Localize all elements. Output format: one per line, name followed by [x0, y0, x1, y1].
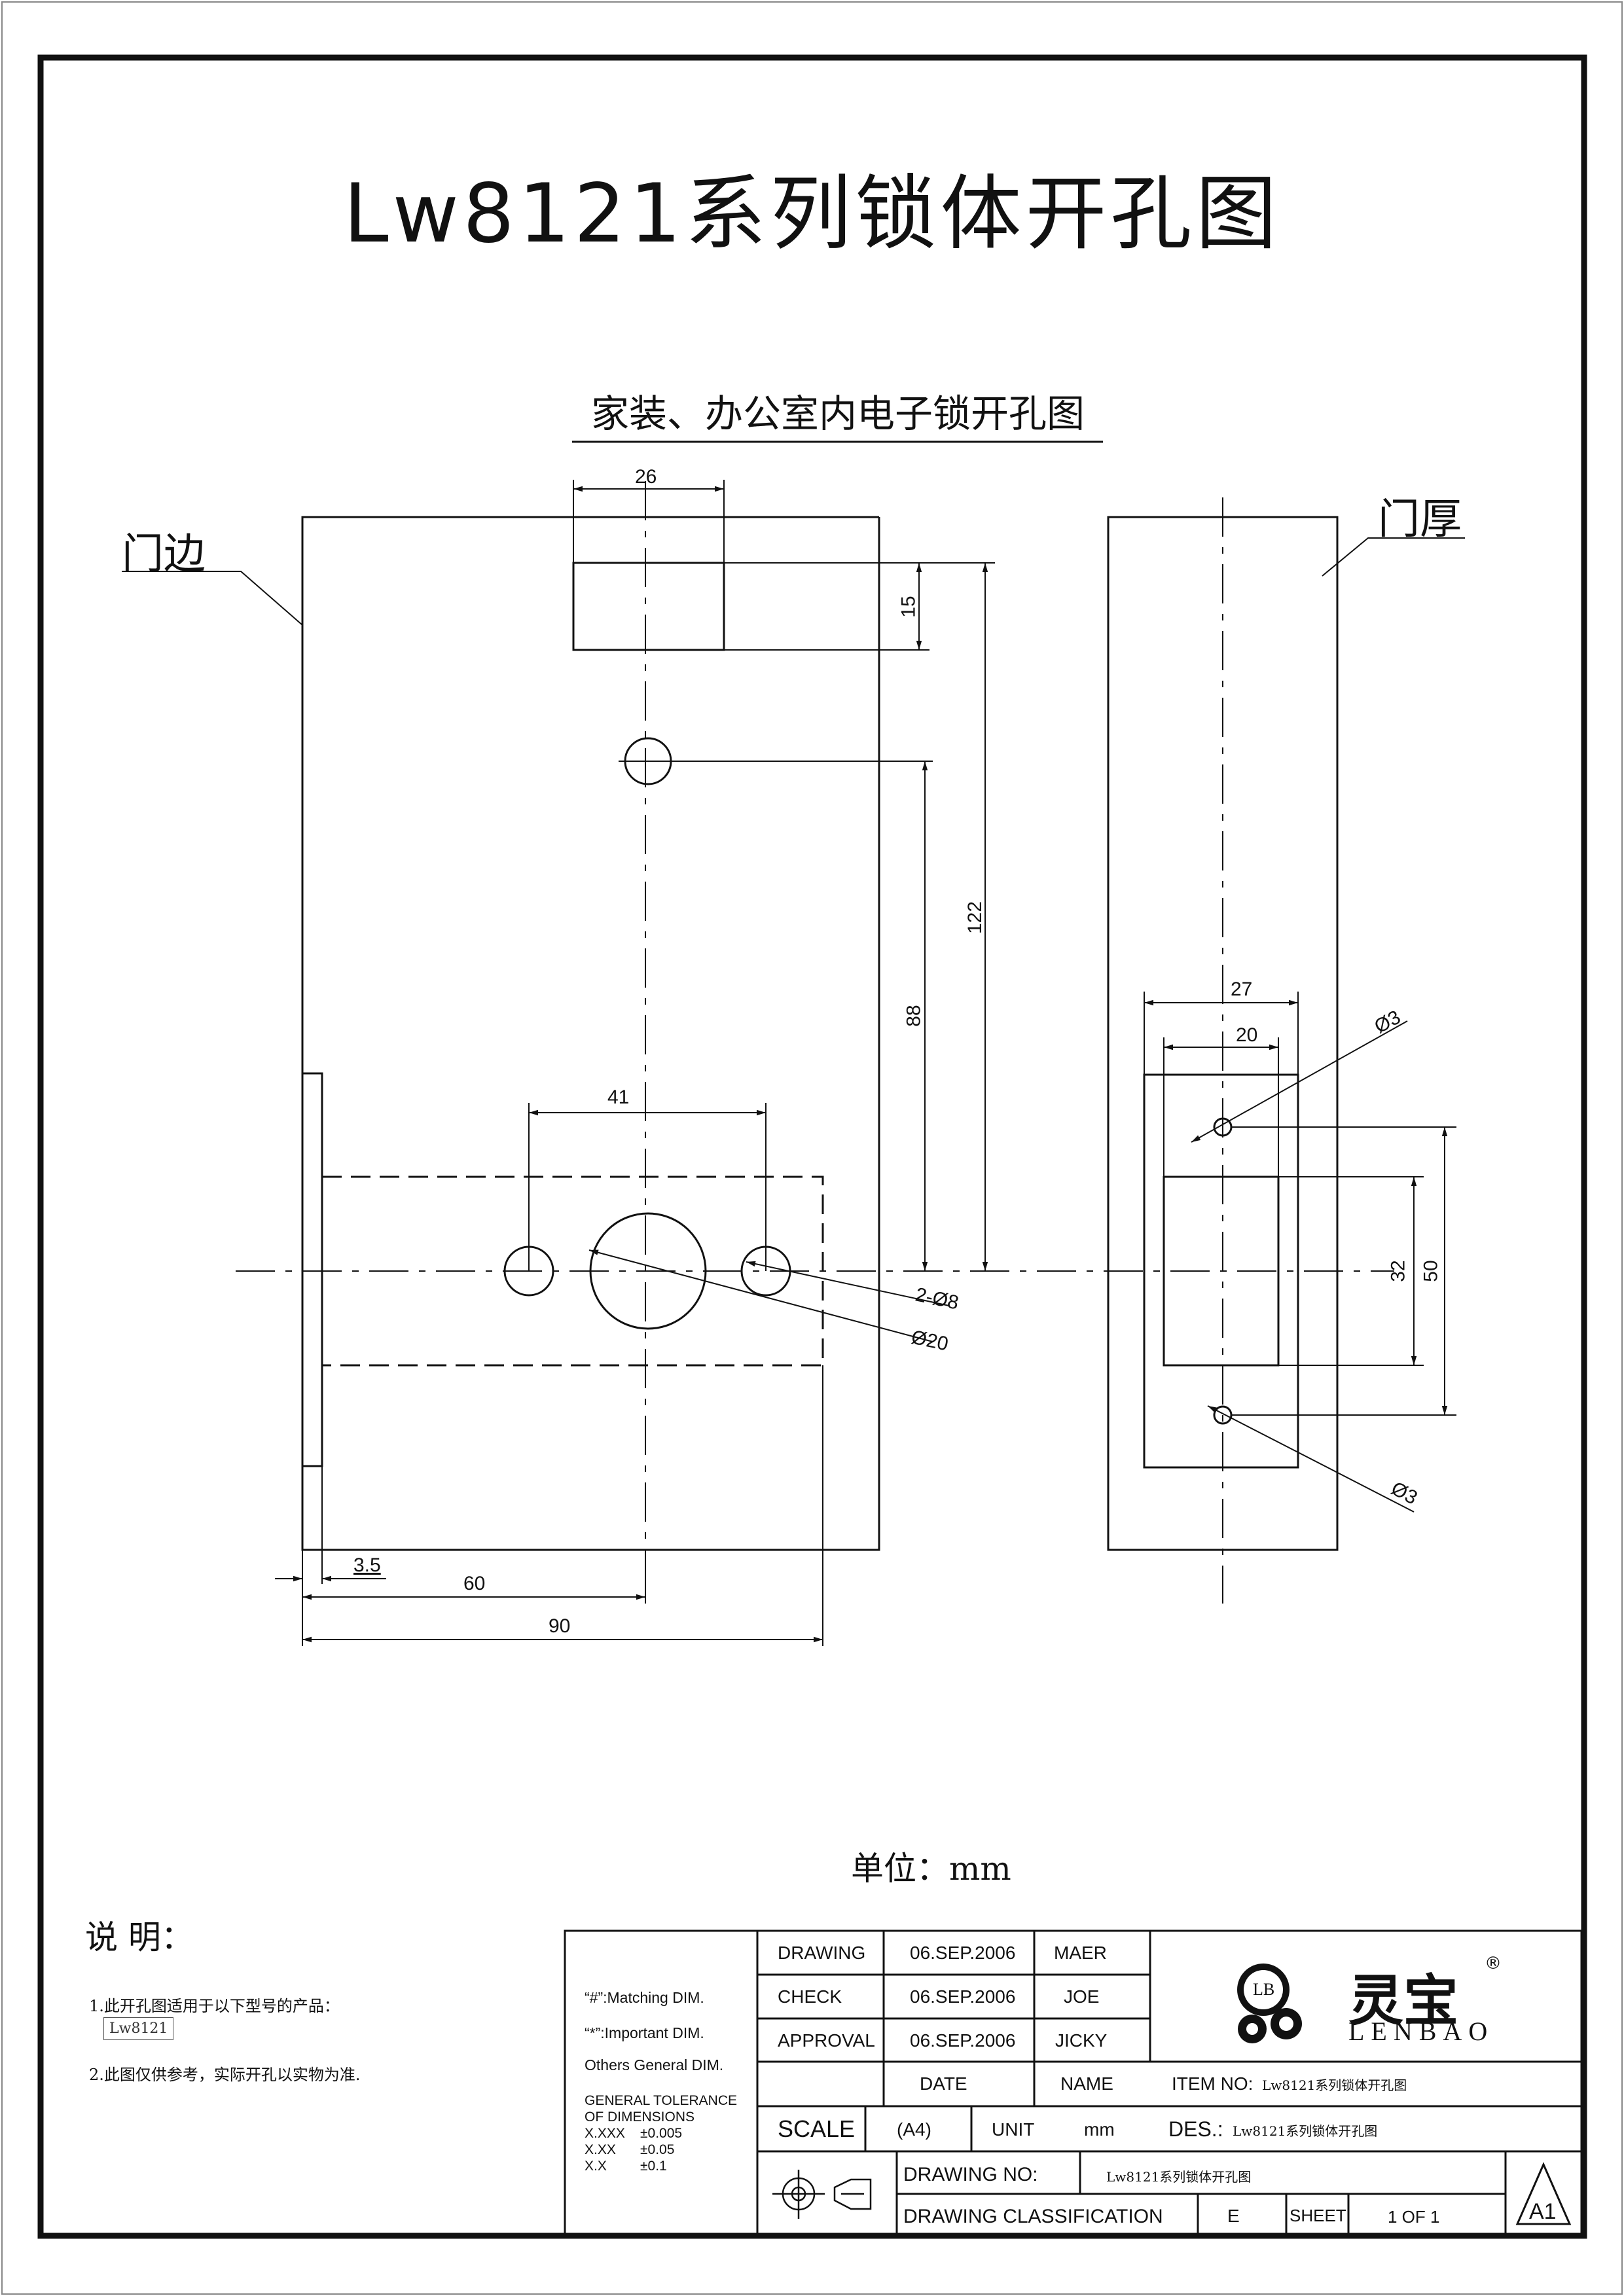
row-check-role: CHECK [778, 1986, 842, 2007]
size-mark-triangle [1515, 2162, 1572, 2225]
model-box: Lw8121 [103, 2017, 174, 2040]
legend-matching: “#”:Matching DIM. [585, 1989, 704, 2006]
row-drawing-role: DRAWING [778, 1943, 866, 1963]
date-header: DATE [920, 2073, 967, 2094]
door-thickness-label: 门厚 [1378, 495, 1462, 544]
item-no-label: ITEM NO: [1172, 2073, 1254, 2094]
dim-27: 27 [1231, 978, 1253, 1000]
sheet-value: 1 OF 1 [1388, 2207, 1440, 2227]
classification-label: DRAWING CLASSIFICATION [903, 2206, 1163, 2227]
dim-41: 41 [607, 1086, 630, 1108]
tolerance-value-2: ±0.05 [640, 2142, 675, 2157]
classification-value: E [1227, 2206, 1240, 2226]
dim-50: 50 [1420, 1260, 1442, 1282]
logo-icon [1237, 1964, 1302, 2043]
legend-important: “*”:Important DIM. [585, 2024, 704, 2041]
tolerance-title-2: OF DIMENSIONS [585, 2109, 695, 2125]
note-item-2: 2.此图仅供参考，实际开孔以实物为准. [89, 2066, 361, 2084]
side-mortise-outer [1143, 1073, 1299, 1469]
row-drawing-date: 06.SEP.2006 [910, 1943, 1016, 1963]
row-drawing-name: MAER [1054, 1943, 1107, 1963]
legend-general: Others General DIM. [585, 2056, 724, 2073]
dim-3-5: 3.5 [353, 1554, 381, 1576]
front-view [122, 480, 1394, 1646]
notes-title: 说 明： [85, 1918, 194, 1956]
logo-registered: ® [1485, 1954, 1502, 1973]
door-edge-label: 门边 [122, 530, 206, 579]
dim-90: 90 [549, 1615, 571, 1637]
des-label: DES.: [1168, 2117, 1223, 2141]
top-mortise [572, 562, 725, 651]
dim-15: 15 [897, 596, 920, 618]
side-view [1107, 497, 1465, 1604]
logo-english: LENBAO [1348, 2017, 1494, 2046]
logo-badge: LB [1253, 1980, 1275, 1999]
logo-chinese: 灵宝 [1348, 1968, 1459, 2033]
drawing-no-value: Lw8121系列锁体开孔图 [1106, 2169, 1252, 2185]
projection-symbol-icon [772, 2170, 872, 2219]
unit-label: 单位：mm [851, 1850, 1011, 1888]
dim-122: 122 [964, 901, 986, 935]
unit-field-value: mm [1084, 2119, 1115, 2140]
tolerance-format-1: X.XXX [585, 2126, 625, 2141]
dim-32: 32 [1387, 1260, 1409, 1282]
tolerance-value-1: ±0.005 [640, 2126, 683, 2141]
tolerance-format-2: X.XX [585, 2142, 616, 2157]
drawing-no-label: DRAWING NO: [903, 2164, 1038, 2185]
size-mark: A1 [1529, 2199, 1557, 2224]
dim-88: 88 [903, 1005, 925, 1027]
center-hole [589, 1212, 707, 1330]
scale-label: SCALE [778, 2115, 856, 2142]
drawing-subtitle: 家装、办公室内电子锁开孔图 [590, 391, 1085, 436]
dim-60: 60 [463, 1573, 486, 1594]
row-approval-name: JICKY [1055, 2030, 1108, 2051]
side-mortise-inner [1163, 1175, 1280, 1367]
des-value: Lw8121系列锁体开孔图 [1233, 2123, 1378, 2139]
row-approval-date: 06.SEP.2006 [910, 2030, 1016, 2051]
item-no-value: Lw8121系列锁体开孔图 [1262, 2077, 1407, 2093]
door-edge-leader [122, 571, 303, 626]
tolerance-format-3: X.X [585, 2159, 607, 2174]
sheet-label: SHEET [1290, 2206, 1346, 2225]
dim-20: 20 [1236, 1024, 1258, 1046]
door-edge-stile [302, 1072, 323, 1467]
note-item-1: 1.此开孔图适用于以下型号的产品： [89, 1997, 340, 2015]
name-header: NAME [1060, 2073, 1113, 2094]
unit-field-label: UNIT [992, 2119, 1035, 2140]
door-thickness-leader [1322, 537, 1465, 577]
row-check-date: 06.SEP.2006 [910, 1986, 1016, 2007]
row-approval-role: APPROVAL [778, 2030, 875, 2051]
dim-26: 26 [635, 466, 657, 488]
title-block-grid [564, 1929, 1583, 2237]
row-check-name: JOE [1064, 1986, 1100, 2007]
tolerance-title-1: GENERAL TOLERANCE [585, 2093, 738, 2108]
scale-value: (A4) [897, 2119, 931, 2140]
tolerance-value-3: ±0.1 [640, 2159, 667, 2174]
drawing-title: Lw8121系列锁体开孔图 [343, 167, 1281, 261]
door-panel-outline [301, 516, 880, 1551]
